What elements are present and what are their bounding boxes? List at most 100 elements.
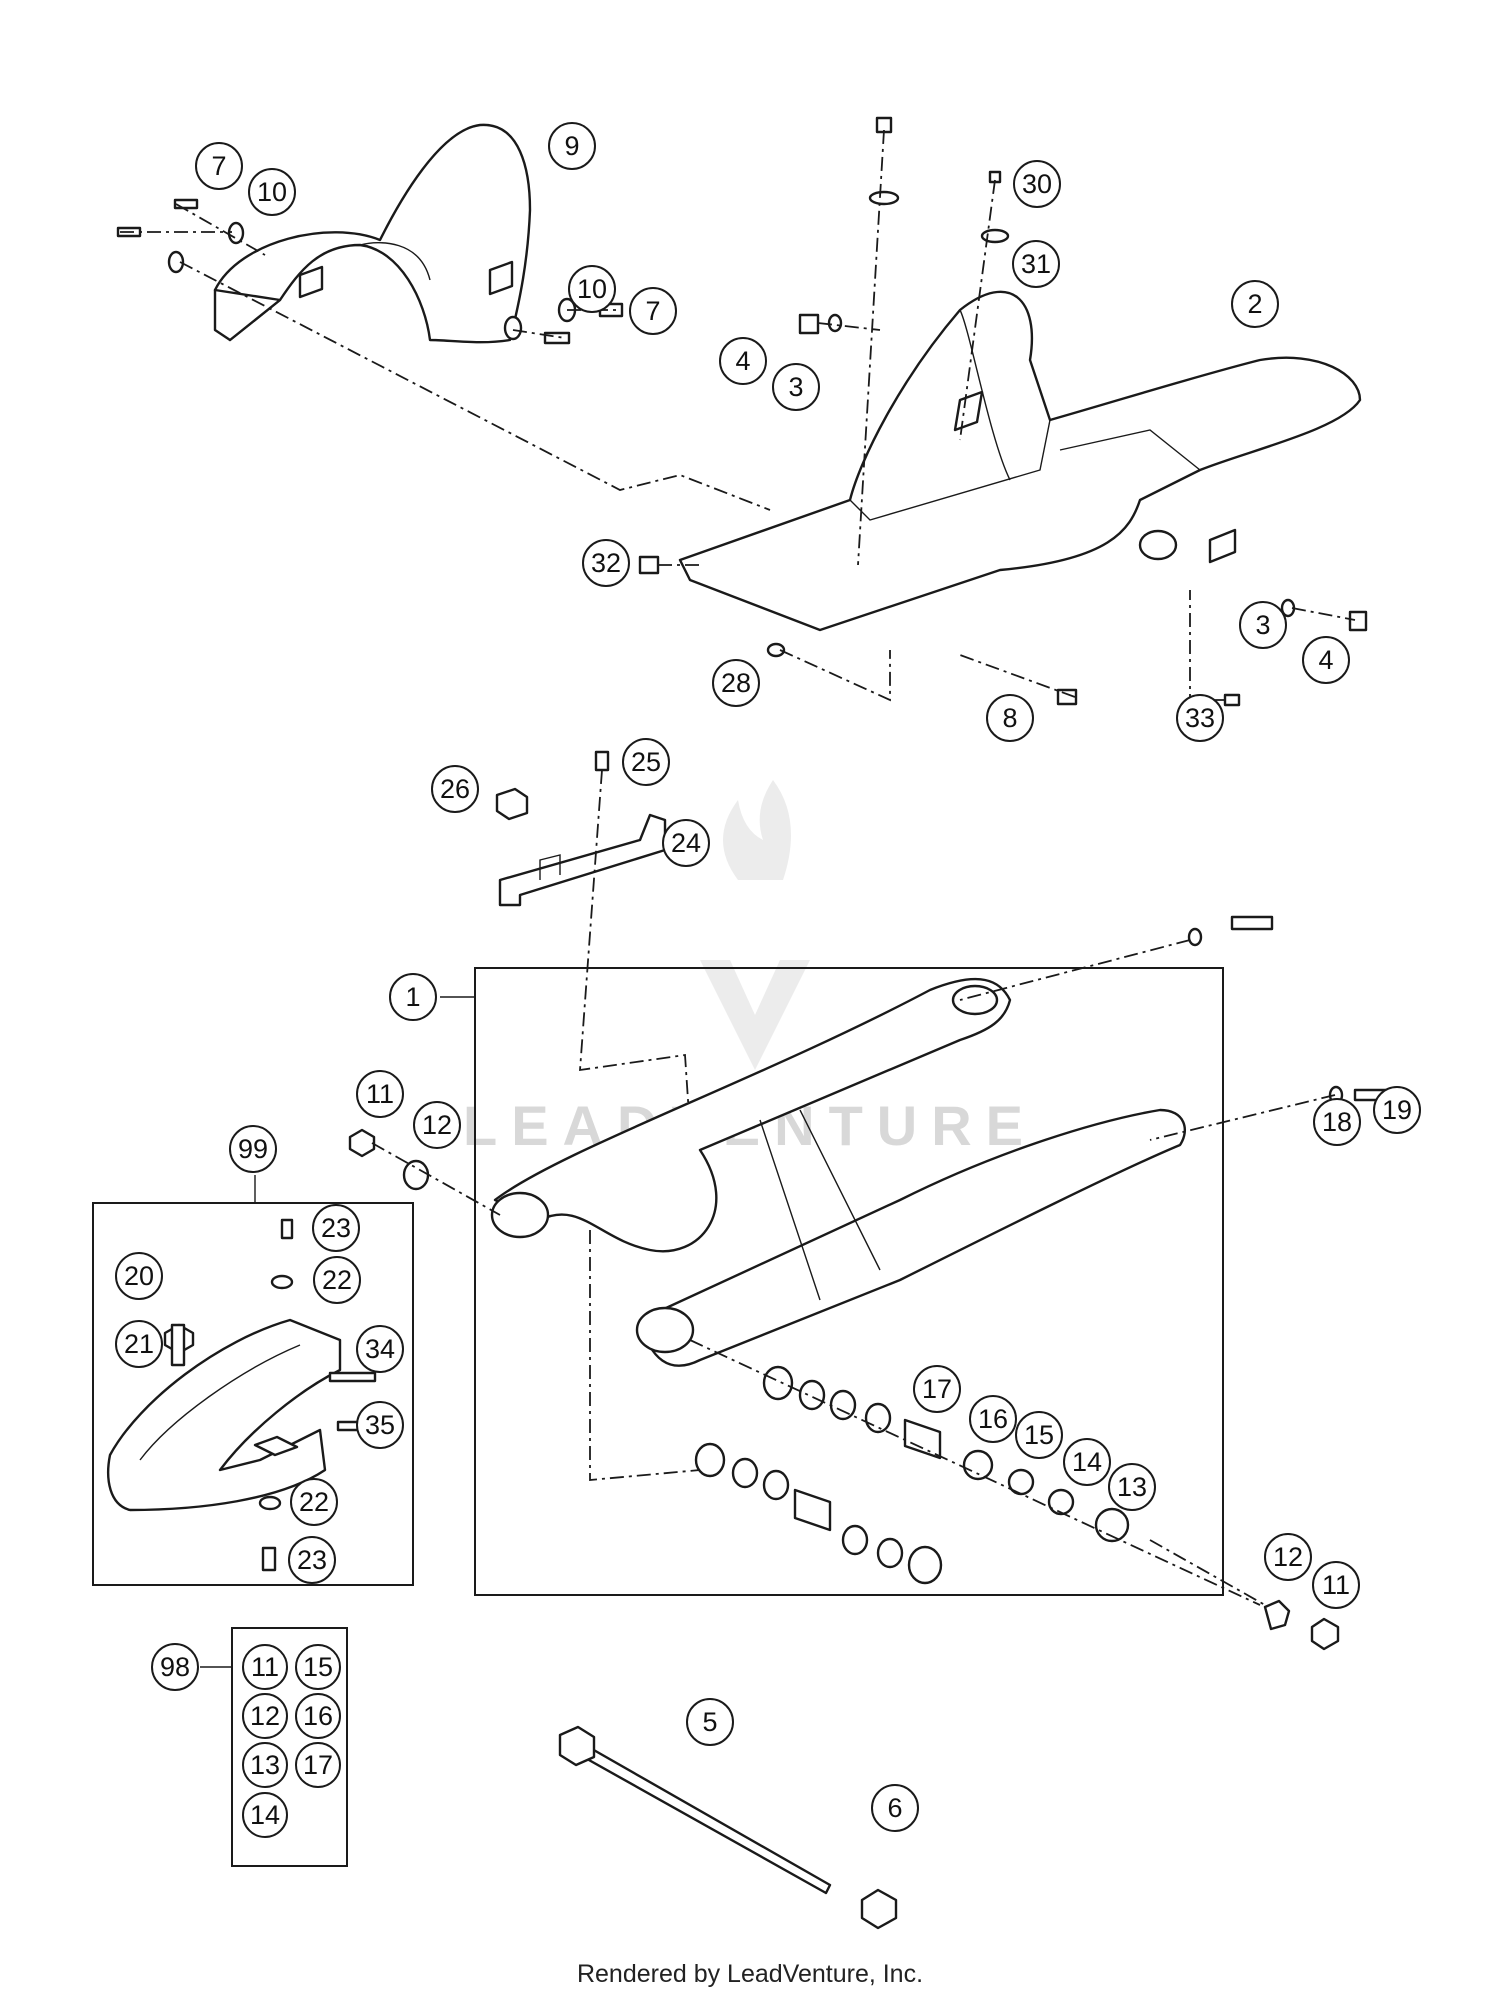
callout-number: 12	[1273, 1542, 1303, 1572]
callout-c4b: 4	[1302, 636, 1350, 684]
screws-7-10	[116, 198, 624, 345]
callout-circle	[772, 363, 820, 411]
callout-c23b: 23	[288, 1536, 336, 1584]
callout-c3b: 3	[1239, 601, 1287, 649]
callout-number: 14	[250, 1800, 280, 1830]
callout-number: 3	[788, 372, 803, 402]
callout-circle	[242, 1742, 288, 1788]
watermark-logo	[700, 780, 810, 1070]
callout-number: 16	[303, 1701, 333, 1731]
callout-c34: 34	[356, 1325, 404, 1373]
callout-c2: 2	[1231, 280, 1279, 328]
callout-number: 5	[702, 1707, 717, 1737]
callout-number: 22	[299, 1487, 329, 1517]
callout-number: 8	[1002, 703, 1017, 733]
callout-circle	[1013, 160, 1061, 208]
callout-circle	[151, 1643, 199, 1691]
leader-pivot	[371, 939, 1336, 1606]
callout-circle	[986, 694, 1034, 742]
callout-circle	[295, 1644, 341, 1690]
callout-circle	[1231, 280, 1279, 328]
callout-number: 11	[366, 1079, 394, 1109]
callout-circle	[568, 265, 616, 313]
callout-number: 18	[1322, 1107, 1352, 1137]
callout-circle	[413, 1101, 461, 1149]
callout-circle	[288, 1536, 336, 1584]
callout-circle	[312, 1204, 360, 1252]
kit-98-item: 12	[242, 1693, 288, 1739]
callout-circle	[295, 1693, 341, 1739]
callout-c22a: 22	[313, 1256, 361, 1304]
callout-number: 10	[577, 274, 607, 304]
callout-circle	[195, 142, 243, 190]
callout-c12b: 12	[1264, 1533, 1312, 1581]
callout-number: 31	[1021, 249, 1051, 279]
callout-c99: 99	[229, 1125, 277, 1173]
callout-c10b: 10	[568, 265, 616, 313]
callout-c11b: 11	[1312, 1561, 1360, 1609]
callout-number: 23	[297, 1545, 327, 1575]
callout-number: 14	[1072, 1447, 1102, 1477]
kit-98-item: 15	[295, 1644, 341, 1690]
kit-98-item: 11	[242, 1644, 288, 1690]
callout-number: 22	[322, 1265, 352, 1295]
callout-c5: 5	[686, 1698, 734, 1746]
kit-99-box	[92, 1202, 414, 1586]
callout-c21: 21	[115, 1320, 163, 1368]
callout-c7a: 7	[195, 142, 243, 190]
callout-c98: 98	[151, 1643, 199, 1691]
pivot-hardware	[348, 915, 1397, 1651]
callout-number: 26	[440, 774, 470, 804]
callout-circle	[356, 1070, 404, 1118]
callout-number: 17	[303, 1750, 333, 1780]
callout-number: 16	[978, 1404, 1008, 1434]
leader-cover-to-fender	[179, 261, 771, 511]
callout-circle	[629, 287, 677, 335]
callout-c1: 1	[389, 973, 437, 1021]
callout-c33: 33	[1176, 694, 1224, 742]
callout-circle	[871, 1784, 919, 1832]
callout-circle	[969, 1395, 1017, 1443]
callout-c3a: 3	[772, 363, 820, 411]
callout-c17: 17	[913, 1365, 961, 1413]
part-2-fender	[678, 290, 1362, 632]
callout-c9: 9	[548, 122, 596, 170]
callout-c22b: 22	[290, 1478, 338, 1526]
callout-number: 13	[1117, 1472, 1147, 1502]
callout-number: 15	[303, 1652, 333, 1682]
callout-c23a: 23	[312, 1204, 360, 1252]
part-6-nut	[860, 1888, 898, 1930]
callout-c35: 35	[356, 1401, 404, 1449]
callout-number: 21	[124, 1329, 154, 1359]
callout-number: 32	[591, 548, 621, 578]
callout-c18: 18	[1313, 1098, 1361, 1146]
part-99-chain-slider	[107, 1218, 380, 1572]
leader-bearings	[589, 1230, 1261, 1606]
footer-credit: Rendered by LeadVenture, Inc.	[576, 1960, 924, 1988]
fender-hardware	[638, 116, 1368, 707]
callout-circle	[313, 1256, 361, 1304]
callout-number: 12	[422, 1110, 452, 1140]
part-9-cover	[213, 123, 532, 344]
callout-circle	[115, 1252, 163, 1300]
swingarm-bearing-stack	[694, 1365, 1130, 1585]
part-1-swingarm	[490, 977, 1186, 1367]
callout-circle	[1108, 1463, 1156, 1511]
callout-number: 2	[1247, 289, 1262, 319]
callout-number: 28	[721, 668, 751, 698]
callout-c10a: 10	[248, 168, 296, 216]
callout-circle	[356, 1401, 404, 1449]
callout-c28: 28	[712, 659, 760, 707]
callout-number: 35	[365, 1410, 395, 1440]
kit-98-item: 13	[242, 1742, 288, 1788]
callout-number: 24	[671, 828, 701, 858]
callout-circle	[242, 1792, 288, 1838]
callout-c31: 31	[1012, 240, 1060, 288]
callout-circle	[1176, 694, 1224, 742]
callout-number: 9	[564, 131, 579, 161]
callout-circle	[1015, 1411, 1063, 1459]
callout-number: 25	[631, 747, 661, 777]
kit-98-box	[231, 1627, 348, 1867]
